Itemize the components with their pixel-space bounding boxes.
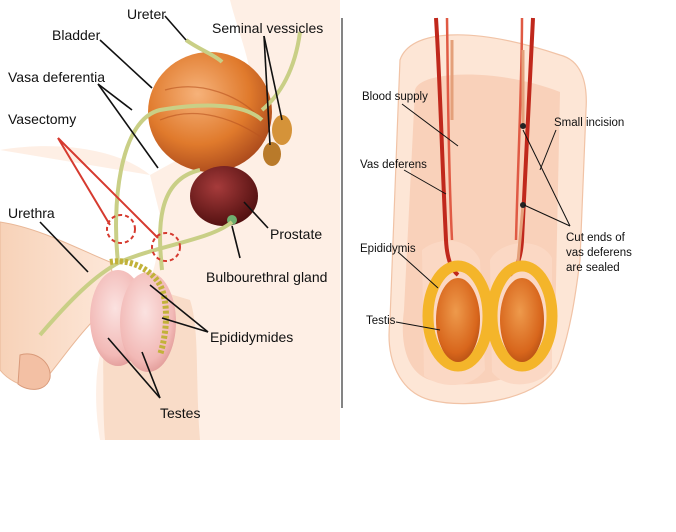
vasectomy-cut-marker [151,232,181,262]
bladder-leader [99,39,153,89]
cut-ends-leader [522,129,571,227]
label-cut-ends-line3: are sealed [566,262,620,274]
urethra-leader [39,221,89,273]
testes-leader [107,337,161,399]
testis-organ-right [500,278,544,362]
label-urethra: Urethra [8,205,55,221]
vas-deferens-tube [158,168,201,271]
epididymides-leader [149,284,209,333]
label-bulbourethral-gland: Bulbourethral gland [206,269,327,285]
bladder-striation [159,112,266,141]
testis-organ-right [436,278,480,362]
prostate-leader [243,201,269,229]
right-scrotum-illustration: Blood supply Small incision Vas deferens… [360,17,632,405]
vasa-deferentia-leader [97,83,159,169]
blood-supply-artery [445,17,454,241]
prostate-organ [190,166,258,226]
seminal-vesicles-leader [263,35,271,146]
ureter-duct [184,38,224,64]
label-small-incision: Small incision [554,117,624,129]
label-testes: Testes [160,405,200,421]
epididymis-coil [109,258,169,356]
vasa-deferentia-leader [97,83,133,111]
label-testis: Testis [366,315,396,327]
vasectomy-cut-marker [106,214,136,244]
label-cut-ends-line2: vas deferens [566,247,632,259]
vas-deferens-tube [114,103,264,263]
left-anatomy-illustration: Ureter Bladder Seminal vessicles Vasa de… [0,0,340,440]
glans-shape [17,353,51,390]
label-vas-deferens: Vas deferens [360,159,427,171]
cut-ends-leader [523,204,571,227]
seminal-vesicles-leader [263,35,283,121]
cut-end-marker [520,202,526,208]
label-epididymis: Epididymis [360,243,416,255]
vasectomy-pointer [57,137,159,239]
bulbourethral-gland-leader [231,225,241,259]
label-cut-ends-line1: Cut ends of [566,232,626,244]
seminal-vesicle-organ [272,115,292,145]
label-bladder: Bladder [52,27,101,43]
label-vasectomy: Vasectomy [8,111,76,127]
vasectomy-pointer [57,137,111,226]
cut-end-marker [520,123,526,129]
label-seminal-vesicles: Seminal vessicles [212,20,323,36]
vas-deferens-leader [403,169,447,195]
ureter-leader [164,15,187,41]
vas-deferens-right [516,204,525,263]
testes-leader [141,351,161,399]
label-blood-supply: Blood supply [362,91,428,103]
blood-supply-artery [514,17,524,241]
testis-leader [395,321,441,331]
label-ureter: Ureter [127,6,166,22]
bladder-organ [148,52,272,172]
label-prostate: Prostate [270,226,322,242]
seminal-vesicle-organ [263,142,281,166]
small-incision-leader [539,129,557,171]
epididymis-leader [397,251,439,289]
epididymides-leader [161,317,209,333]
label-vasa-deferentia: Vasa deferentia [8,69,105,85]
label-epididymides: Epididymides [210,329,293,345]
blood-supply-leader [401,103,459,147]
epididymis-ring [486,260,558,372]
